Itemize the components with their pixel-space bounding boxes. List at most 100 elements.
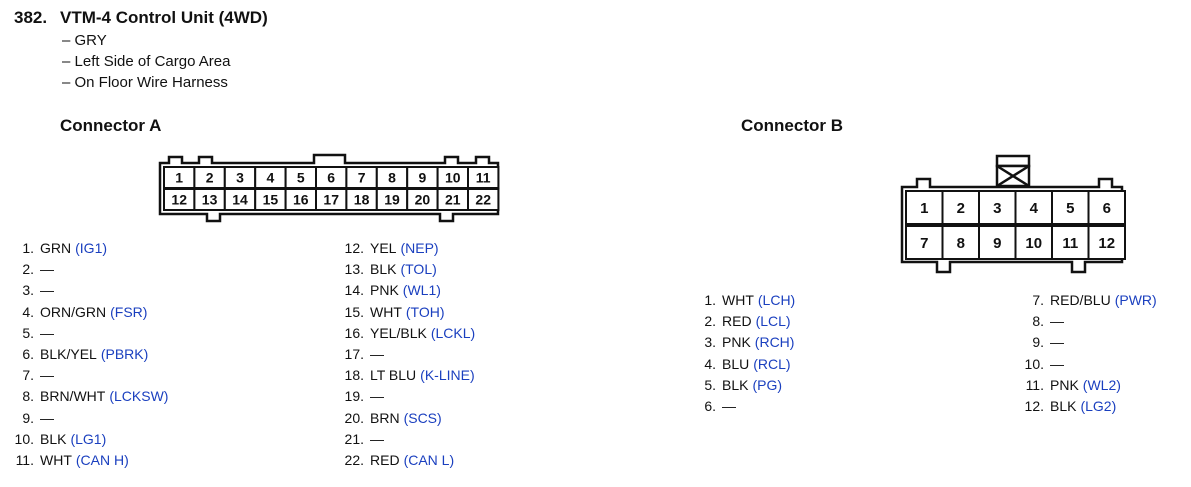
wire-color: — bbox=[40, 409, 54, 426]
pin-number: 12. bbox=[344, 240, 364, 256]
signal-name: (K-LINE) bbox=[420, 367, 475, 384]
pin-row: 1.WHT(LCH) bbox=[690, 290, 795, 310]
pin-row: 7.RED/BLU(PWR) bbox=[1016, 290, 1156, 310]
item-number: 382. bbox=[14, 8, 48, 27]
wire-color: — bbox=[370, 346, 384, 362]
pin-cell-label: 15 bbox=[263, 192, 279, 208]
signal-name: (LCKSW) bbox=[109, 388, 169, 405]
pin-row: 3.PNK(RCH) bbox=[690, 332, 794, 352]
pin-cell-label: 8 bbox=[388, 170, 396, 186]
pin-cell-label: 10 bbox=[445, 170, 461, 186]
pin-number: 10. bbox=[14, 430, 34, 447]
pin-cell-label: 8 bbox=[957, 235, 965, 252]
signal-name: (PG) bbox=[752, 376, 783, 393]
pin-number: 6. bbox=[22, 346, 34, 362]
pin-cell-label: 18 bbox=[354, 192, 370, 208]
pin-row: 1.GRN(IG1) bbox=[6, 238, 107, 258]
pin-number: 11. bbox=[1025, 376, 1044, 393]
pin-row: 7. — bbox=[6, 365, 54, 385]
pin-cell-label: 21 bbox=[445, 192, 461, 208]
signal-name: (PBRK) bbox=[100, 346, 149, 362]
wire-color: GRN bbox=[40, 240, 72, 256]
pin-number: 11. bbox=[15, 452, 34, 468]
wire-color: BRN/WHT bbox=[40, 388, 106, 405]
wire-color: BLK bbox=[40, 430, 67, 447]
pin-cell-label: 17 bbox=[323, 192, 339, 208]
pin-row: 9. — bbox=[6, 408, 54, 428]
pin-number: 2. bbox=[22, 261, 34, 278]
signal-name: (NEP) bbox=[400, 240, 439, 256]
pin-cell bbox=[1014, 225, 1053, 260]
wire-color: LT BLU bbox=[370, 367, 417, 384]
pin-cell-label: 11 bbox=[1062, 235, 1078, 252]
pin-row: 17.— bbox=[336, 344, 384, 364]
pin-row: 9.— bbox=[1016, 332, 1064, 352]
pin-row: 22.RED(CAN L) bbox=[336, 450, 455, 470]
pin-cell-label: 11 bbox=[476, 170, 491, 186]
signal-name: (RCH) bbox=[754, 334, 795, 351]
wire-color: RED bbox=[722, 313, 752, 330]
pin-cell-label: 3 bbox=[236, 170, 244, 186]
wire-color: — bbox=[40, 282, 54, 299]
pin-cell bbox=[1087, 190, 1126, 225]
wire-color: YEL bbox=[370, 240, 397, 256]
pin-number: 6. bbox=[704, 398, 716, 414]
detail-location: – Left Side of Cargo Area bbox=[62, 53, 231, 70]
pin-row: 12.BLK(LG2) bbox=[1016, 396, 1117, 416]
pin-number: 3. bbox=[704, 334, 716, 351]
latch-top bbox=[995, 154, 1031, 168]
signal-name: (LG1) bbox=[70, 430, 107, 447]
pin-cell-label: 12 bbox=[171, 192, 187, 208]
pin-number: 16. bbox=[344, 324, 364, 341]
wire-color: — bbox=[1050, 355, 1064, 372]
wire-color: PNK bbox=[370, 282, 399, 299]
pin-cell-label: 1 bbox=[920, 200, 928, 217]
pin-row: 5.BLK(PG) bbox=[690, 375, 782, 395]
pin-number: 2. bbox=[704, 313, 716, 330]
pin-row: 6.— bbox=[690, 396, 736, 416]
pin-cell-label: 5 bbox=[297, 170, 305, 186]
pin-number: 18. bbox=[344, 367, 364, 384]
pin-number: 12. bbox=[1024, 398, 1044, 414]
pin-row: 10. BLK(LG1) bbox=[6, 429, 107, 449]
wire-color: — bbox=[370, 430, 384, 447]
signal-name: (IG1) bbox=[75, 240, 108, 256]
signal-name: (LG2) bbox=[1080, 398, 1117, 414]
pin-cell bbox=[467, 188, 500, 211]
pin-row: 10.— bbox=[1016, 354, 1064, 374]
pin-number: 19. bbox=[344, 388, 364, 405]
wire-color: — bbox=[370, 388, 384, 405]
pin-row: 14.PNK(WL1) bbox=[336, 280, 441, 300]
signal-name: (WL1) bbox=[402, 282, 441, 299]
wire-color: RED bbox=[370, 452, 400, 468]
detail-color: – GRY bbox=[62, 32, 107, 49]
pin-row: 2.— bbox=[6, 259, 54, 279]
pin-cell-label: 20 bbox=[415, 192, 431, 208]
pin-number: 15. bbox=[344, 303, 364, 320]
pin-cell-label: 4 bbox=[1030, 200, 1039, 217]
pin-cell bbox=[905, 225, 944, 260]
page-title: VTM-4 Control Unit (4WD) bbox=[60, 8, 268, 27]
pin-cell-label: 6 bbox=[327, 170, 335, 186]
detail-harness: – On Floor Wire Harness bbox=[62, 74, 228, 91]
pin-number: 22. bbox=[344, 452, 364, 468]
pin-cell-label: 16 bbox=[293, 192, 309, 208]
wire-color: BRN bbox=[370, 409, 400, 426]
pin-cell-label: 7 bbox=[920, 235, 928, 252]
pin-number: 7. bbox=[22, 367, 34, 384]
pin-row: 18. LT BLU(K-LINE) bbox=[336, 365, 475, 385]
pin-cell-label: 7 bbox=[358, 170, 366, 186]
pin-number: 5. bbox=[704, 376, 716, 393]
pin-row: 21.— bbox=[336, 429, 384, 449]
wire-color: — bbox=[40, 367, 54, 384]
pin-row: 13.BLK(TOL) bbox=[336, 259, 437, 279]
pin-cell-label: 2 bbox=[206, 170, 214, 186]
wire-color: WHT bbox=[370, 303, 402, 320]
pin-row: 15.WHT(TOH) bbox=[336, 302, 445, 322]
pin-cell bbox=[941, 190, 980, 225]
pin-number: 9. bbox=[22, 409, 34, 426]
